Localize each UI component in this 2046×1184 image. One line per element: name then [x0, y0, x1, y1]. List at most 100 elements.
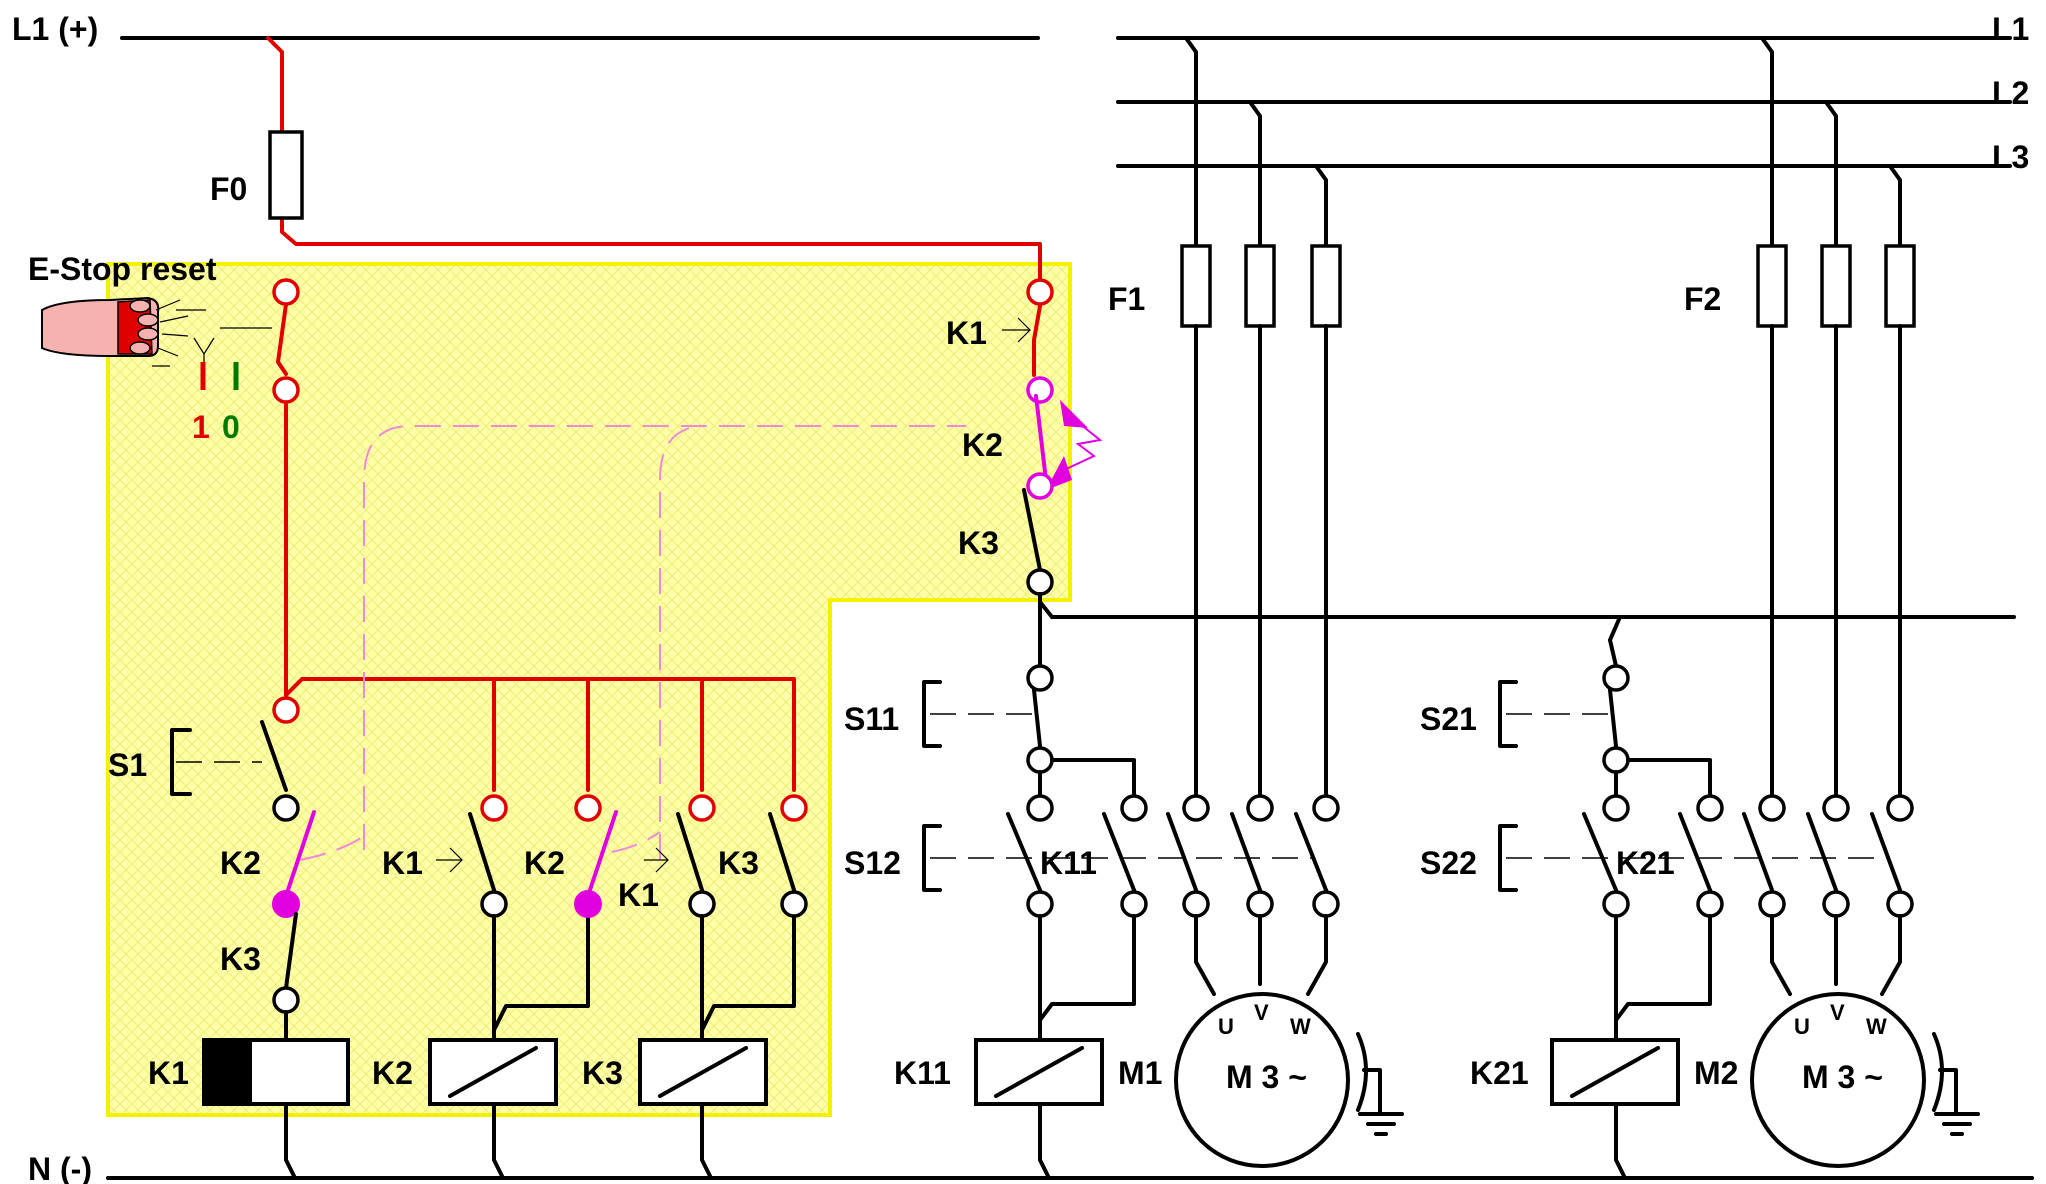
k21-contact-label: K21	[1616, 845, 1675, 881]
k21-aux-terminal-top	[1696, 794, 1724, 822]
motor-m2-type: M 3 ~	[1802, 1059, 1883, 1095]
s22-button-bracket[interactable]	[1498, 824, 1518, 892]
k2-contact-b-label: K2	[524, 845, 565, 881]
motor-m2-ground-icon	[1932, 1032, 1980, 1136]
k2-safety-contact-blade	[1034, 394, 1048, 482]
s22-label: S22	[1420, 845, 1477, 881]
coil-k3	[638, 1038, 768, 1106]
motor-m1-terminal-u: U	[1218, 1014, 1234, 1039]
estop-state-on: 1	[192, 409, 210, 445]
s21-terminal-bottom	[1602, 746, 1630, 774]
s11-terminal-top	[1026, 664, 1054, 692]
rail-n-minus-label: N (-)	[28, 1151, 92, 1184]
motor-m1-terminal-v: V	[1254, 1000, 1269, 1025]
k3-contact-c-terminal-bottom	[780, 890, 808, 918]
m1-contact-l2-top	[1246, 794, 1274, 822]
k1-contact-b-terminal-top	[480, 794, 508, 822]
m2-contact-l1-bottom	[1758, 890, 1786, 918]
motor-m1	[1174, 992, 1350, 1168]
fuse-f0-label: F0	[210, 171, 247, 207]
phase-l2-label: L2	[1992, 75, 2029, 111]
m1-contact-l2-bottom	[1246, 890, 1274, 918]
s12-button-bracket[interactable]	[922, 824, 942, 892]
s21-button-bracket[interactable]	[1498, 680, 1518, 748]
estop-state-off: 0	[222, 409, 240, 445]
m2-contact-l3-top	[1886, 794, 1914, 822]
m1-contact-l1-bottom	[1182, 890, 1210, 918]
k3-contact-a-label: K3	[220, 941, 261, 977]
fuse-f1-label: F1	[1108, 281, 1145, 317]
k3-safety-label: K3	[958, 525, 999, 561]
k2-safety-terminal-top	[1026, 376, 1054, 404]
motor-m2-terminal-w: W	[1866, 1014, 1887, 1039]
k1-contact-b-terminal-bottom	[480, 890, 508, 918]
k11-aux-terminal-top	[1120, 794, 1148, 822]
estop-contact-terminal-top	[272, 278, 300, 306]
k1-contact-c-blade	[676, 812, 704, 892]
k1-contact-c-terminal-top	[688, 794, 716, 822]
coil-k2-label: K2	[372, 1055, 413, 1091]
k1-contact-b-blade	[468, 812, 496, 892]
s22-terminal-bottom	[1602, 890, 1630, 918]
k3-contact-a-terminal	[272, 986, 300, 1014]
k1-contact-c-delay-icon	[644, 847, 669, 873]
k3-safety-terminal-bottom	[1026, 568, 1054, 596]
phase-l3-label: L3	[1992, 139, 2029, 175]
s21-terminal-top	[1602, 664, 1630, 692]
s1-terminal-bottom	[272, 794, 300, 822]
s11-button-bracket[interactable]	[922, 680, 942, 748]
fuse-f2-l2	[1820, 244, 1852, 328]
coil-k2	[428, 1038, 558, 1106]
s11-label: S11	[844, 701, 899, 737]
m1-contact-l1-top	[1182, 794, 1210, 822]
k2-safety-terminal-bottom	[1026, 472, 1054, 500]
k3-contact-c-terminal-top	[780, 794, 808, 822]
coil-k1	[202, 1038, 350, 1106]
fuse-f2-l3	[1884, 244, 1916, 328]
k2-contact-a-blade	[284, 810, 316, 898]
rail-l1-plus-label: L1 (+)	[12, 11, 98, 47]
fuse-f1-l2	[1244, 244, 1276, 328]
k11-contact-label: K11	[1040, 845, 1097, 881]
motor-m2-terminal-v: V	[1830, 1000, 1845, 1025]
motor-m2	[1750, 992, 1926, 1168]
supply-rails	[106, 36, 2034, 1180]
k2-contact-a-terminal	[272, 890, 300, 918]
k2-contact-b-terminal	[574, 890, 602, 918]
k11-aux-terminal-bottom	[1120, 890, 1148, 918]
s1-contact-blade	[260, 720, 288, 792]
fuse-f2-l1	[1756, 244, 1788, 328]
k1-contact-b-label: K1	[382, 845, 423, 881]
m2-contact-l1-top	[1758, 794, 1786, 822]
k1-safety-terminal-top	[1026, 278, 1054, 306]
energized-wiring	[266, 36, 1042, 792]
s11-terminal-bottom	[1026, 746, 1054, 774]
s12-label: S12	[844, 845, 901, 881]
monitoring-feedback-lines	[299, 425, 966, 861]
coil-k11-label: K11	[894, 1055, 951, 1091]
coil-k11	[974, 1038, 1104, 1106]
estop-reset-hand-icon[interactable]	[41, 296, 272, 370]
k3-contact-c-blade	[768, 812, 796, 892]
phase-l1-label: L1	[1992, 11, 2029, 47]
motor-m1-terminal-w: W	[1290, 1014, 1311, 1039]
motor-m2-terminal-u: U	[1794, 1014, 1810, 1039]
motor-m2-label: M2	[1694, 1055, 1738, 1091]
k2-contact-b-blade	[586, 810, 618, 898]
k1-contact-c-label: K1	[618, 877, 659, 913]
estop-title: E-Stop reset	[28, 251, 217, 287]
fuse-f2-label: F2	[1684, 281, 1721, 317]
estop-contact-terminal-bottom	[272, 376, 300, 404]
fuse-f1-l1	[1180, 244, 1212, 328]
coil-k21-label: K21	[1470, 1055, 1529, 1091]
s22-terminal-top	[1602, 794, 1630, 822]
m1-contact-l3-top	[1312, 794, 1340, 822]
motor-m1-type: M 3 ~	[1226, 1059, 1307, 1095]
fuse-f0	[268, 130, 304, 220]
s12-terminal-top	[1026, 794, 1054, 822]
s1-button-bracket[interactable]	[170, 728, 192, 796]
coil-k3-label: K3	[582, 1055, 623, 1091]
coil-k21	[1550, 1038, 1680, 1106]
k21-aux-terminal-bottom	[1696, 890, 1724, 918]
m1-contact-l3-bottom	[1312, 890, 1340, 918]
